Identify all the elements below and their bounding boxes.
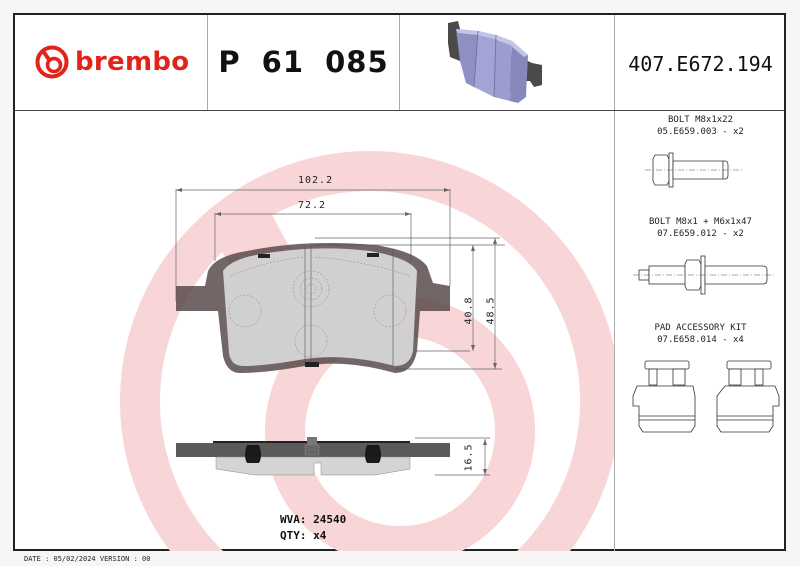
dimension-friction-height: 40.8 [463,296,475,325]
brembo-disc-icon [35,45,69,79]
dimension-overall-height: 48.5 [485,296,497,325]
pad-front-view [175,188,505,476]
accessories-panel: BOLT M8x1x22 05.E659.003 - x2 BOLT M8x1 … [615,111,786,551]
date-version-footer: DATE : 05/02/2024 VERSION : 00 [24,555,151,563]
thumbnail-cell [400,15,615,110]
accessory-bolt-2-name: BOLT M8x1 + M6x1x47 [649,217,752,227]
accessory-kit-code: 07.E658.014 - x4 [657,335,744,345]
wva-row: WVA: 24540 [280,513,346,526]
accessory-bolt-1-code: 05.E659.003 - x2 [657,127,744,137]
qty-label: QTY: [280,529,307,542]
bolt-m8x22-icon [645,152,743,188]
brembo-logo: brembo [35,45,189,79]
reference-code: 407.E672.194 [628,52,773,76]
dimension-overall-width: 102.2 [298,175,334,186]
part-number-cell: P 61 085 [208,15,400,110]
pad-clip-kit-icon [632,360,780,433]
accessory-bolt-1-name: BOLT M8x1x22 [667,115,734,125]
dimension-thickness: 16.5 [463,443,475,472]
qty-value: x4 [313,529,327,542]
logo-cell: brembo [15,15,208,110]
accessory-bolt-2-code: 07.E659.012 - x2 [657,229,744,239]
part-number: P 61 085 [218,45,389,79]
technical-drawing: 102.2 72.2 40.8 48.5 16.5 WVA: 24540 QTY… [15,111,615,551]
wva-label: WVA: [280,513,307,526]
accessory-kit-name: PAD ACCESSORY KIT [654,323,747,333]
pad-side-view [176,437,450,476]
wva-value: 24540 [313,513,347,526]
brake-pad-3d-icon [448,21,542,103]
title-block: brembo P 61 085 407.E672.194 [15,15,784,111]
dimension-friction-width: 72.2 [298,200,327,211]
brand-name: brembo [75,47,190,77]
reference-code-cell: 407.E672.194 [615,15,786,110]
bolt-m8-m6x47-icon [633,255,775,295]
qty-row: QTY: x4 [280,529,326,542]
drawing-sheet: brembo P 61 085 407.E672.194 [13,13,786,551]
